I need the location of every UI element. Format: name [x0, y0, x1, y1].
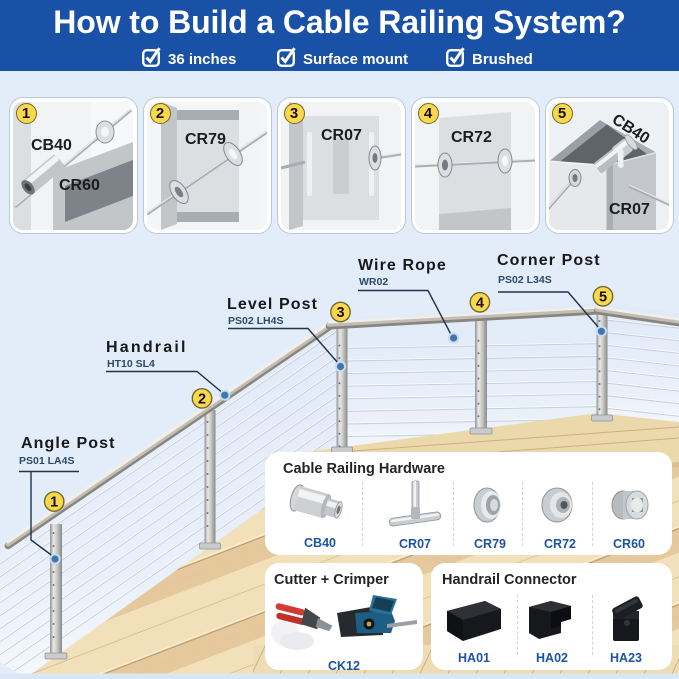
svg-text:CR07: CR07: [321, 127, 362, 144]
svg-text:3: 3: [336, 305, 344, 321]
svg-text:1: 1: [50, 495, 58, 511]
svg-text:CB40: CB40: [31, 137, 72, 154]
svg-text:2: 2: [198, 391, 206, 407]
svg-text:CR79: CR79: [185, 131, 226, 148]
svg-text:CR60: CR60: [59, 177, 100, 194]
svg-text:CR07: CR07: [609, 201, 650, 218]
svg-text:CR72: CR72: [451, 129, 492, 146]
svg-text:4: 4: [476, 295, 484, 311]
svg-text:5: 5: [599, 289, 607, 305]
